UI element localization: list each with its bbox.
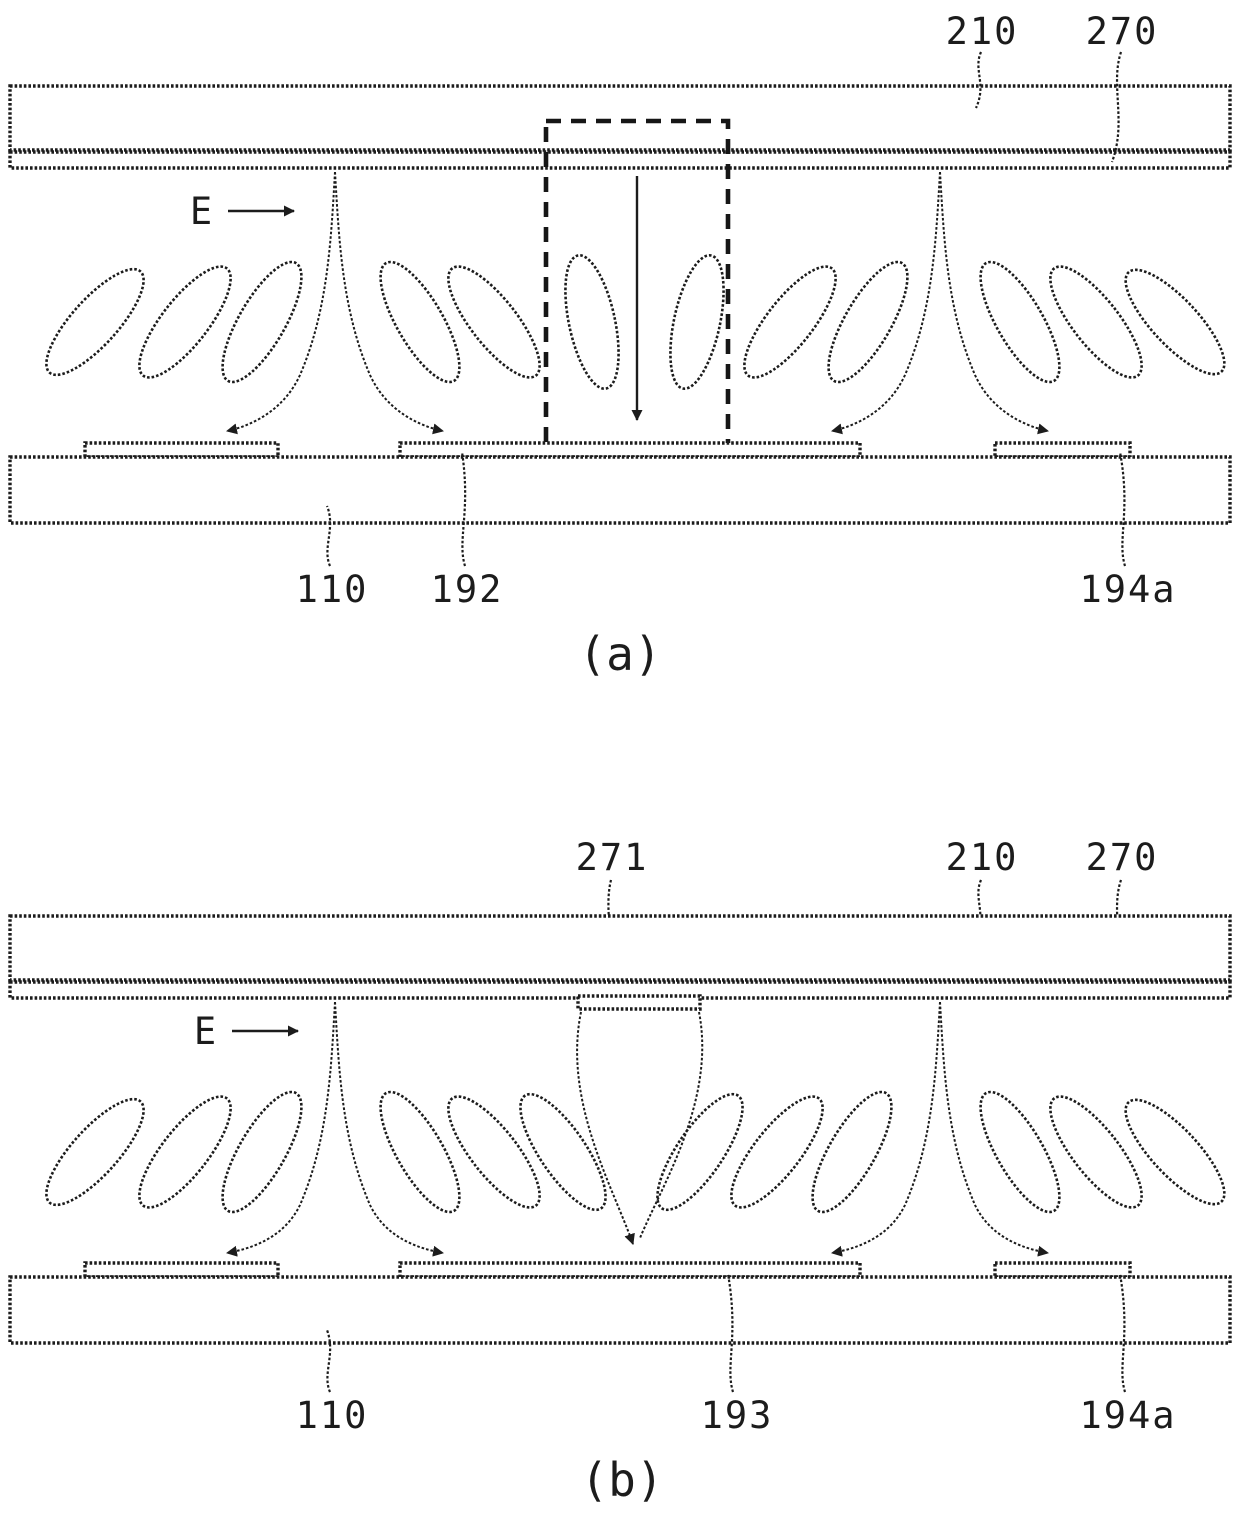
- lc-molecule: [447, 1095, 541, 1209]
- label-e-a: E: [190, 190, 214, 233]
- lc-molecule: [743, 265, 837, 379]
- label-270-b: 270: [1086, 836, 1159, 879]
- leader-193-b: [726, 1273, 735, 1393]
- panel-b: 271 210 270 E: [8, 836, 1232, 1507]
- field-line-b: [939, 1001, 1049, 1257]
- field-line-b: [831, 1001, 941, 1257]
- lc-molecule: [1124, 1098, 1226, 1206]
- lc-molecule: [827, 260, 909, 384]
- lc-molecule: [379, 1090, 461, 1214]
- label-193-b: 193: [701, 1394, 774, 1437]
- protrusion-271-b: [576, 994, 702, 1011]
- lc-molecule: [221, 260, 303, 384]
- lc-molecule: [221, 1090, 303, 1214]
- lc-molecule: [1049, 1095, 1143, 1209]
- bottom-substrate-110-b: [8, 1275, 1232, 1345]
- label-110-a: 110: [296, 568, 369, 611]
- label-194a-a: 194a: [1079, 568, 1176, 611]
- pixel-electrode-194a-a: [993, 441, 1132, 459]
- lc-molecule: [45, 267, 145, 377]
- top-substrate-210-b: [8, 914, 1232, 982]
- leader-194a-b: [1118, 1273, 1127, 1393]
- label-110-b: 110: [296, 1394, 369, 1437]
- field-line-a: [334, 171, 444, 435]
- label-194a-b: 194a: [1079, 1394, 1176, 1437]
- pixel-electrode-193-b: [398, 1261, 862, 1279]
- leader-270-a: [1110, 51, 1123, 163]
- label-271-b: 271: [576, 836, 649, 879]
- bottom-substrate-110-a: [8, 455, 1232, 525]
- label-210-b: 210: [946, 836, 1019, 879]
- lc-molecule: [379, 260, 461, 384]
- lc-molecule: [730, 1095, 824, 1209]
- leader-110-a: [325, 505, 332, 567]
- lc-molecule: [1049, 265, 1143, 379]
- lc-molecule: [138, 1095, 232, 1209]
- caption-b: (b): [580, 1453, 663, 1507]
- lc-molecule: [979, 260, 1061, 384]
- panel-a: 210 270 E: [8, 10, 1232, 681]
- label-e-b: E: [194, 1010, 218, 1053]
- lc-molecule: [45, 1097, 145, 1207]
- lc-molecules-a: [45, 254, 1226, 390]
- lc-molecule: [1124, 268, 1226, 376]
- field-line-center-b: [639, 1011, 704, 1239]
- field-line-a: [831, 171, 941, 435]
- pixel-electrode-194a-b: [993, 1261, 1132, 1279]
- pixel-electrode-192-a: [83, 441, 280, 459]
- field-line-b: [334, 1001, 444, 1257]
- lc-molecule: [656, 1092, 744, 1212]
- lc-molecule: [447, 265, 541, 379]
- label-192-a: 192: [431, 568, 504, 611]
- label-210-a: 210: [946, 10, 1019, 53]
- field-line-a: [226, 171, 336, 435]
- field-line-center-b: [576, 1011, 635, 1245]
- pixel-electrode-left-b: [83, 1261, 280, 1279]
- lc-molecule: [669, 254, 725, 390]
- lc-molecules-b: [45, 1090, 1226, 1214]
- pixel-electrode-center-a: [398, 441, 862, 459]
- field-line-b: [226, 1001, 336, 1257]
- lc-molecule: [979, 1090, 1061, 1214]
- leader-110-b: [325, 1329, 332, 1393]
- label-270-a: 270: [1086, 10, 1159, 53]
- lc-molecule: [811, 1090, 893, 1214]
- leader-210-a: [974, 51, 983, 109]
- field-line-a: [939, 171, 1049, 435]
- caption-a: (a): [578, 627, 661, 681]
- common-electrode-270-a: [8, 150, 1232, 170]
- lc-molecule: [519, 1092, 607, 1212]
- lc-molecule: [138, 265, 232, 379]
- top-substrate-210-a: [8, 84, 1232, 152]
